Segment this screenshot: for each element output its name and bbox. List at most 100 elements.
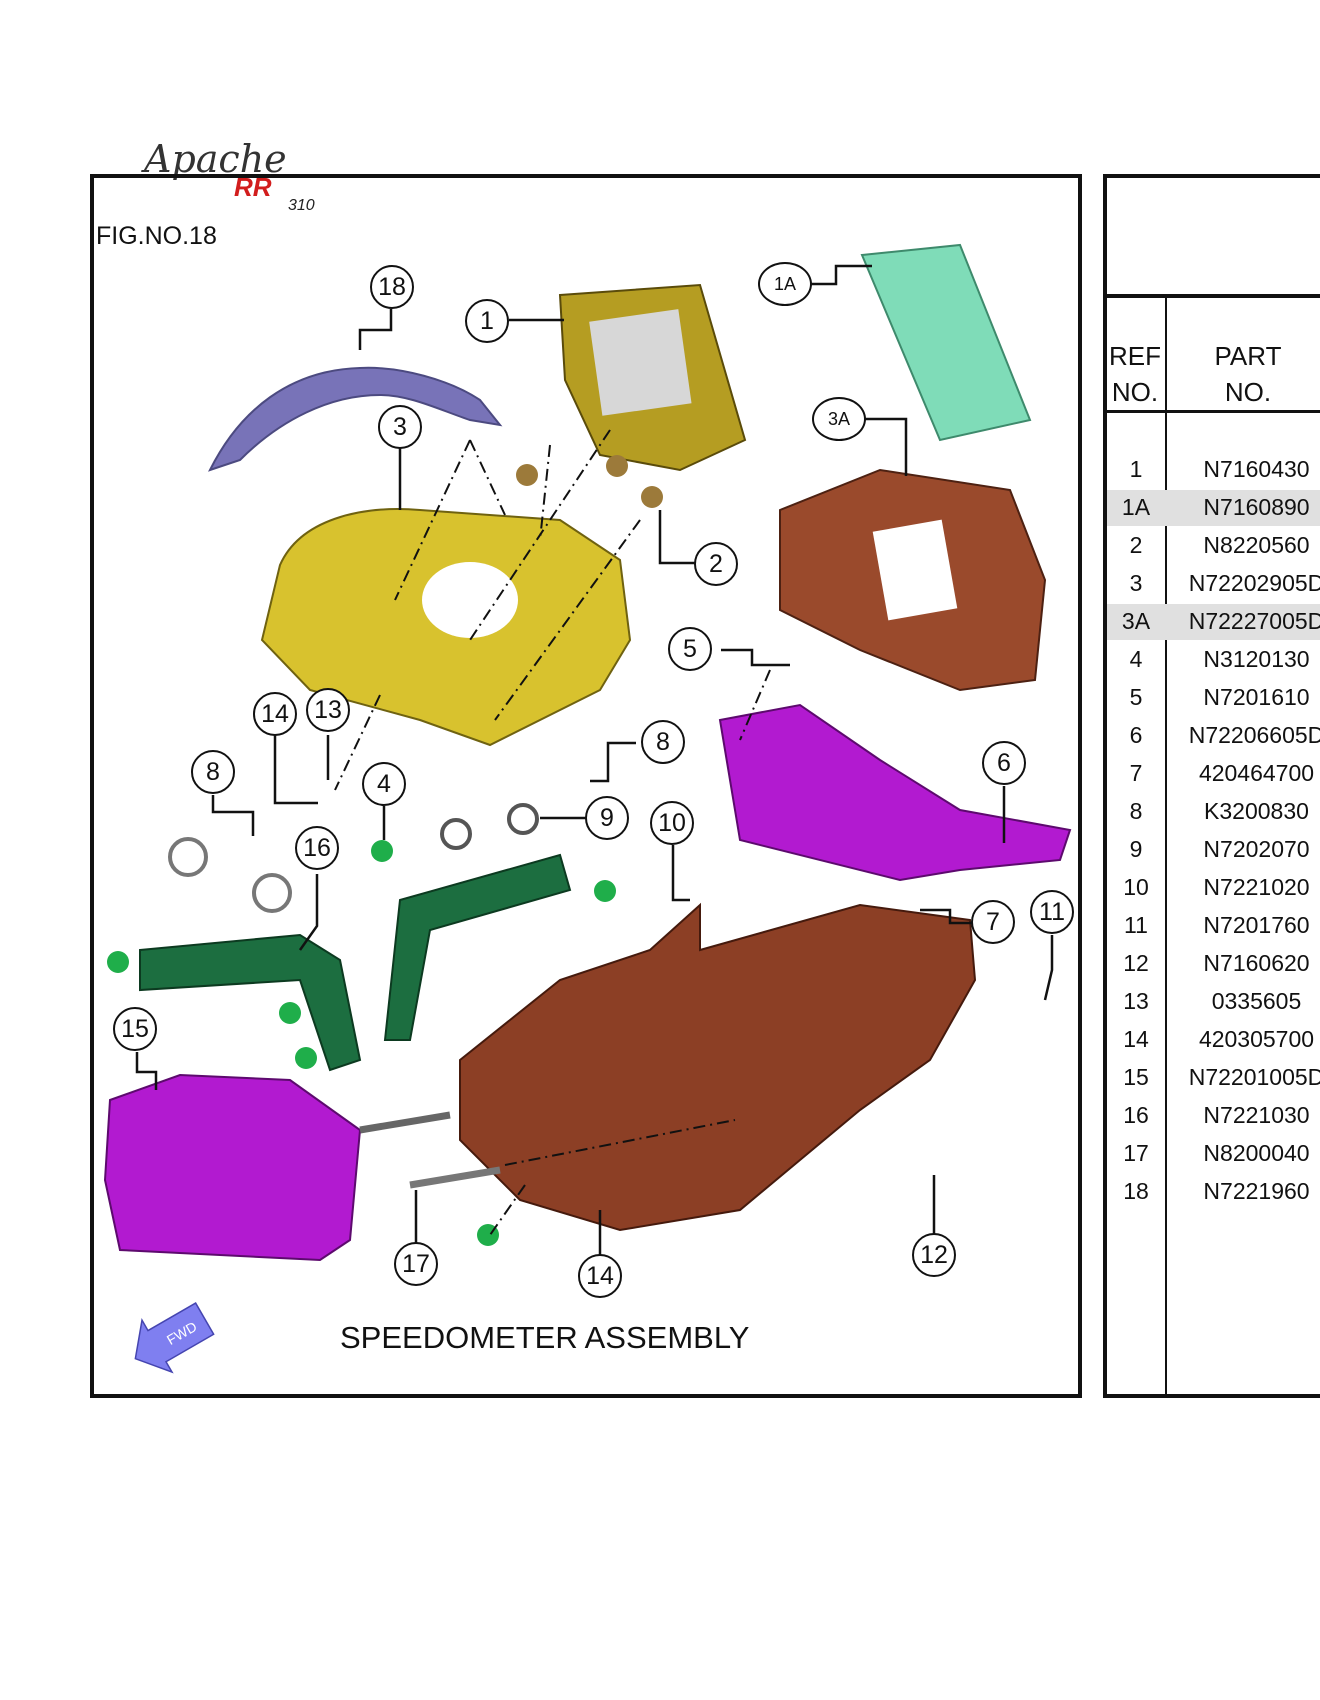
callout-3a: 3A <box>812 397 866 441</box>
row-part-no: 0335605 <box>1211 988 1302 1014</box>
row-ref: 10 <box>1123 874 1149 900</box>
table-row: 1A N7160890 <box>1107 490 1320 526</box>
part-17-bolt-upper <box>359 1111 451 1134</box>
row-ref: 4 <box>1129 646 1143 672</box>
nut-green-3 <box>295 1047 317 1069</box>
nut-green-5 <box>594 880 616 902</box>
header-ref-line1: REF <box>1109 341 1161 371</box>
callout-16: 16 <box>295 826 339 870</box>
part-18-bracket <box>208 366 503 472</box>
table-row: 3 N72202905D <box>1107 566 1320 602</box>
figure-number: FIG.NO.18 <box>96 222 217 250</box>
callout-14-lower: 14 <box>578 1254 622 1298</box>
part-16-bracket-right <box>383 853 572 1041</box>
parts-column-divider <box>1165 298 1167 1398</box>
parts-header-rule <box>1103 294 1320 298</box>
callout-3: 3 <box>378 405 422 449</box>
callout-6: 6 <box>982 741 1026 785</box>
row-part-no: N7160430 <box>1203 456 1310 482</box>
row-ref: 11 <box>1124 912 1148 938</box>
row-ref: 14 <box>1123 1026 1149 1052</box>
alignment-lines <box>334 429 771 1236</box>
grommet-2b <box>606 455 628 477</box>
callout-2: 2 <box>694 542 738 586</box>
part-15-cover <box>103 1073 362 1262</box>
row-part-no: N7160620 <box>1203 950 1310 976</box>
row-ref: 6 <box>1129 722 1143 748</box>
callout-10: 10 <box>650 801 694 845</box>
row-part-no: N72202905D <box>1188 570 1320 596</box>
part-10-bracket <box>459 902 977 1232</box>
row-part-no: N72206605D <box>1188 722 1320 748</box>
row-ref: 9 <box>1129 836 1143 862</box>
row-ref: 1 <box>1129 456 1143 482</box>
part-16-bracket-left <box>139 933 362 1072</box>
row-part-no: N7160890 <box>1203 494 1310 520</box>
row-ref: 3 <box>1129 570 1143 596</box>
row-part-no: N7201760 <box>1203 912 1310 938</box>
nut-green-4 <box>371 840 393 862</box>
leader-lines <box>135 264 1054 1262</box>
row-ref: 3A <box>1121 608 1151 634</box>
diagram-frame <box>90 174 1082 1398</box>
row-ref: 1A <box>1121 494 1151 520</box>
row-part-no: N3120130 <box>1203 646 1310 672</box>
part-1a-cover <box>860 243 1032 442</box>
fwd-arrow: FWD <box>134 1302 215 1374</box>
figure-title: SPEEDOMETER ASSEMBLY <box>340 1320 750 1355</box>
row-part-no: K3200830 <box>1204 798 1309 824</box>
clamp-ring-9a <box>440 818 472 850</box>
header-part-line1: PART <box>1214 341 1282 371</box>
parts-header-bottom-rule <box>1103 410 1320 413</box>
callout-9: 9 <box>585 796 629 840</box>
table-row: 1 N7160430 <box>1107 452 1320 488</box>
table-row: 15 N72201005D <box>1107 1060 1320 1096</box>
table-row: 4 N3120130 <box>1107 642 1320 678</box>
callout-11: 11 <box>1030 890 1074 934</box>
part-6-panel <box>718 703 1072 882</box>
table-row: 11 N7201760 <box>1107 908 1320 944</box>
callout-18: 18 <box>370 265 414 309</box>
row-part-no: N7221020 <box>1203 874 1310 900</box>
brand-logo: Apache RR 310 <box>138 130 378 216</box>
row-part-no: N8200040 <box>1203 1140 1310 1166</box>
part-3-hole <box>422 562 518 638</box>
row-part-no: N7221030 <box>1203 1102 1310 1128</box>
clamp-ring-9b <box>507 803 539 835</box>
parts-table-frame <box>1103 174 1320 1398</box>
row-part-no: N7202070 <box>1203 836 1310 862</box>
header-ref-line2: NO. <box>1111 377 1159 407</box>
row-ref: 15 <box>1123 1064 1149 1090</box>
grommet-2a <box>516 464 538 486</box>
callout-17: 17 <box>394 1242 438 1286</box>
row-ref: 2 <box>1129 532 1143 558</box>
callout-1a: 1A <box>758 262 812 306</box>
row-part-no: 420305700 <box>1198 1026 1315 1052</box>
table-row: 10 N7221020 <box>1107 870 1320 906</box>
row-part-no: N72201005D <box>1188 1064 1320 1090</box>
clamp-ring-a <box>168 837 208 877</box>
table-row: 14 420305700 <box>1107 1022 1320 1058</box>
callout-4: 4 <box>362 762 406 806</box>
row-ref: 17 <box>1123 1140 1149 1166</box>
nut-green-1 <box>107 951 129 973</box>
brand-line3: 310 <box>288 197 315 214</box>
row-ref: 5 <box>1129 684 1143 710</box>
row-ref: 16 <box>1123 1102 1149 1128</box>
callout-1: 1 <box>465 299 509 343</box>
clamp-ring-b <box>252 873 292 913</box>
header-part-no: PART NO. <box>1168 338 1320 410</box>
callout-8-left: 8 <box>191 750 235 794</box>
row-part-no: N7221960 <box>1203 1178 1310 1204</box>
callout-12: 12 <box>912 1233 956 1277</box>
callout-5: 5 <box>668 627 712 671</box>
row-part-no: 420464700 <box>1198 760 1315 786</box>
part-3a-window <box>872 519 958 621</box>
callout-13: 13 <box>306 688 350 732</box>
